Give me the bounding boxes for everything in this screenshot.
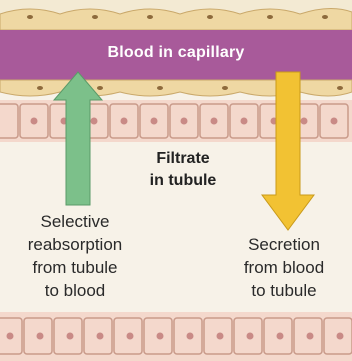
filtrate-label: Filtrate in tubule — [128, 148, 238, 192]
tubule-lower-wall — [0, 312, 352, 361]
reabsorption-label-line-3: from tubule — [8, 256, 142, 279]
capillary-label: Blood in capillary — [0, 44, 352, 62]
secretion-label-line-2: from blood — [222, 256, 346, 279]
reabsorption-label-line-1: Selective — [8, 210, 142, 233]
secretion-label-line-3: to tubule — [222, 279, 346, 302]
filtrate-label-line-2: in tubule — [128, 170, 238, 192]
secretion-label: Secretion from blood to tubule — [222, 233, 346, 302]
reabsorption-label: Selective reabsorption from tubule to bl… — [8, 210, 142, 302]
reabsorption-label-line-4: to blood — [8, 279, 142, 302]
secretion-label-line-1: Secretion — [222, 233, 346, 256]
filtrate-label-line-1: Filtrate — [128, 148, 238, 170]
reabsorption-label-line-2: reabsorption — [8, 233, 142, 256]
